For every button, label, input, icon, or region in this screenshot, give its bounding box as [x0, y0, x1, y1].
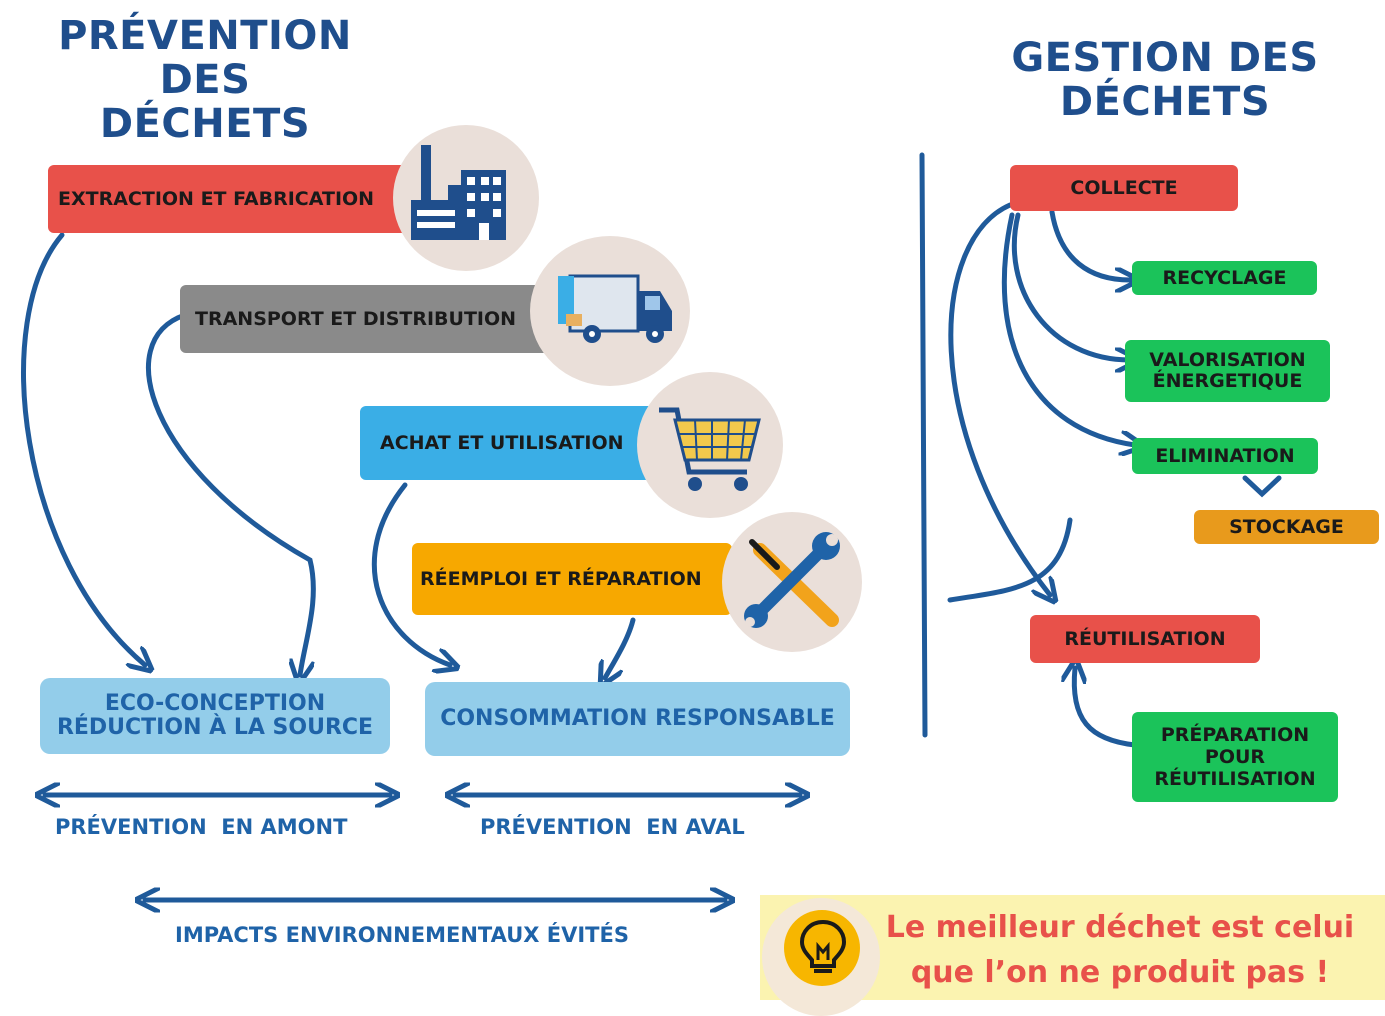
truck-icon-circle	[530, 236, 690, 386]
lightbulb-icon	[799, 919, 847, 973]
arrow-return-line	[947, 517, 1073, 603]
step-transport-label: TRANSPORT ET DISTRIBUTION	[195, 308, 517, 330]
prevention-title-line2: DES	[159, 57, 251, 103]
range-aval-label: PRÉVENTION EN AVAL	[480, 815, 745, 839]
shopping-cart-icon	[659, 407, 761, 491]
eco-conception-line1: ECO-CONCEPTION	[104, 691, 326, 716]
arrow-collecte-reutilisation	[948, 202, 1050, 595]
quote-line2: que l’on ne produit pas !	[910, 955, 1330, 990]
consommation-label: CONSOMMATION RESPONSABLE	[440, 706, 835, 731]
prevention-title-line1: PRÉVENTION	[58, 13, 352, 59]
collecte-box: COLLECTE	[1010, 165, 1238, 211]
quote-line1: Le meilleur déchet est celui	[885, 910, 1355, 945]
divider-line	[919, 152, 928, 738]
preparation-line1: PRÉPARATION	[1160, 724, 1310, 746]
step-reemploi-label: RÉEMPLOI ET RÉPARATION	[420, 568, 702, 590]
tools-icon-circle	[722, 512, 862, 652]
reutilisation-label: RÉUTILISATION	[1064, 628, 1226, 650]
prevention-title-line3: DÉCHETS	[99, 101, 311, 147]
preparation-line3: RÉUTILISATION	[1154, 768, 1316, 790]
eco-conception-line2: RÉDUCTION À LA SOURCE	[56, 715, 374, 740]
preparation-line2: POUR	[1204, 746, 1266, 768]
step-reemploi: RÉEMPLOI ET RÉPARATION	[412, 543, 732, 615]
collecte-label: COLLECTE	[1070, 177, 1178, 199]
elimination-box: ELIMINATION	[1132, 438, 1318, 474]
consommation-box: CONSOMMATION RESPONSABLE	[425, 682, 850, 756]
arrow-achat-conso	[371, 482, 450, 665]
stockage-box: STOCKAGE	[1194, 510, 1379, 544]
range-amont-label: PRÉVENTION EN AMONT	[55, 815, 348, 839]
preparation-box: PRÉPARATION POUR RÉUTILISATION	[1132, 712, 1338, 802]
arrow-transport-eco	[146, 312, 316, 675]
arrow-preparation-reutilisation	[1074, 668, 1138, 748]
chevron-down-icon	[1242, 475, 1282, 498]
step-achat-label: ACHAT ET UTILISATION	[380, 432, 624, 454]
range-impacts-label: IMPACTS ENVIRONNEMENTAUX ÉVITÉS	[175, 923, 629, 947]
step-extraction-label: EXTRACTION ET FABRICATION	[58, 188, 375, 210]
valorisation-line1: VALORISATION	[1149, 349, 1306, 371]
eco-conception-box: ECO-CONCEPTION RÉDUCTION À LA SOURCE	[40, 678, 390, 754]
arrow-reemploi-conso	[605, 617, 636, 678]
gestion-title: GESTION DES DÉCHETS	[1000, 36, 1330, 124]
reutilisation-box: RÉUTILISATION	[1030, 615, 1260, 663]
valorisation-box: VALORISATION ÉNERGETIQUE	[1125, 340, 1330, 402]
gestion-title-line1: GESTION DES	[1011, 35, 1319, 81]
truck-icon	[558, 274, 672, 343]
valorisation-line2: ÉNERGETIQUE	[1152, 370, 1303, 392]
quote-text: Le meilleur déchet est celui que l’on ne…	[870, 905, 1370, 995]
step-achat: ACHAT ET UTILISATION	[360, 406, 660, 480]
prevention-title: PRÉVENTION DES DÉCHETS	[50, 14, 360, 146]
recyclage-box: RECYCLAGE	[1132, 261, 1317, 295]
tools-icon	[744, 532, 840, 628]
gestion-title-line2: DÉCHETS	[1059, 79, 1271, 125]
arrow-collecte-elimination	[1001, 212, 1135, 445]
arrow-collecte-recyclage	[1049, 209, 1130, 280]
recyclage-label: RECYCLAGE	[1162, 267, 1287, 289]
elimination-label: ELIMINATION	[1155, 445, 1295, 467]
factory-icon-circle	[393, 125, 539, 271]
stockage-label: STOCKAGE	[1229, 516, 1344, 538]
arrow-extraction-eco	[21, 232, 145, 665]
cart-icon-circle	[637, 372, 783, 518]
factory-icon	[411, 145, 506, 240]
step-transport: TRANSPORT ET DISTRIBUTION	[180, 285, 555, 353]
arrow-collecte-valorisation	[1011, 212, 1130, 360]
step-extraction: EXTRACTION ET FABRICATION	[48, 165, 413, 233]
